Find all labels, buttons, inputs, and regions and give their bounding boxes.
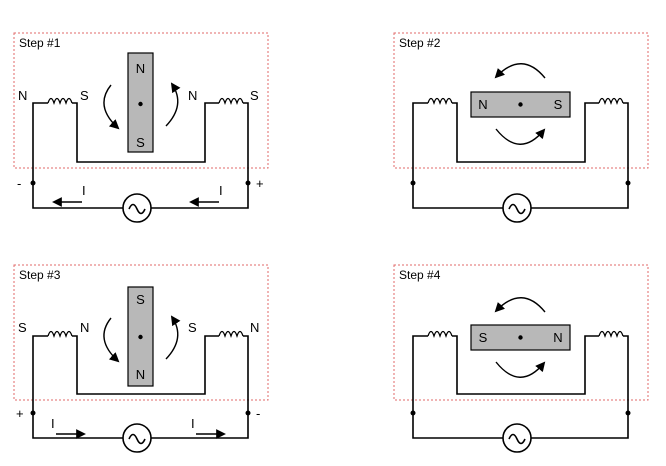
step-2-ac-source <box>502 193 532 223</box>
step-2-bottom-right-wire <box>531 183 629 209</box>
step-1-ac-source <box>122 193 152 223</box>
step-4-title: Step #4 <box>399 268 441 282</box>
step-1-left-wire <box>32 102 48 183</box>
step-1-bottom-right-wire <box>151 183 249 209</box>
step-4-middle-wire <box>452 335 599 395</box>
step-3-left-node <box>30 410 36 416</box>
step-3-middle-wire <box>72 335 219 395</box>
step-2-dashed-border <box>393 32 649 169</box>
step-2-magnet-pivot <box>518 102 523 107</box>
step-4-right-wire <box>623 335 629 413</box>
step-2-left-wire <box>412 102 428 183</box>
step-1-right-polarity: + <box>256 176 264 191</box>
step-1-panel: Step #1 N S N S N S - + I <box>13 32 269 223</box>
step-3-magnet-bottom-pole: N <box>136 367 145 382</box>
step-3-left-outer-pole: S <box>18 320 27 335</box>
step-3-left-wire <box>32 335 48 413</box>
step-4-magnet-right-pole: N <box>553 330 562 345</box>
step-1-right-outer-pole: S <box>250 88 259 103</box>
step-3-dashed-border <box>13 264 269 401</box>
step-4-top-rotation-arrow <box>494 297 546 313</box>
step-1-magnet-pivot <box>138 101 143 107</box>
step-2-right-coil <box>598 97 624 104</box>
step-4-dashed-border <box>393 264 649 401</box>
step-1-dashed-border <box>13 32 269 169</box>
step-3-right-wire <box>243 335 249 413</box>
step-1-left-current-label: I <box>82 183 86 198</box>
step-4-bottom-left-wire <box>412 413 503 439</box>
step-3-ac-source <box>122 423 152 453</box>
step-3-magnet-pivot <box>138 334 143 340</box>
step-4-right-coil <box>598 330 624 337</box>
step-4-left-node <box>410 410 416 416</box>
step-3-right-rotation-arrow <box>165 315 181 360</box>
step-3-left-polarity: + <box>16 406 24 421</box>
step-1-middle-wire <box>72 102 219 163</box>
step-1-left-rotation-arrow <box>103 84 120 130</box>
step-3-right-coil <box>218 330 244 337</box>
step-4-right-node <box>625 410 631 416</box>
step-1-right-wire <box>243 102 249 183</box>
step-4-left-wire <box>412 335 428 413</box>
step-4-magnet-pivot <box>518 335 523 340</box>
step-3-left-rotation-arrow <box>103 317 120 363</box>
step-3-magnet-top-pole: S <box>136 292 145 307</box>
step-3-bottom-left-wire <box>32 413 123 439</box>
step-1-title: Step #1 <box>19 36 61 50</box>
step-2-title: Step #2 <box>399 36 441 50</box>
step-4-magnet-left-pole: S <box>479 330 488 345</box>
step-3-panel: Step #3 S N S N S N + - I I <box>13 264 269 453</box>
step-2-bottom-rotation-arrow <box>495 128 546 145</box>
step-2-panel: Step #2 N S <box>393 32 649 223</box>
step-2-magnet-right-pole: S <box>554 97 563 112</box>
step-1-left-node <box>30 180 36 186</box>
step-4-panel: Step #4 S N <box>393 264 649 453</box>
step-3-title: Step #3 <box>19 268 61 282</box>
step-2-left-node <box>410 180 416 186</box>
step-3-right-node <box>245 410 251 416</box>
step-1-magnet-top-pole: N <box>136 61 145 76</box>
step-3-left-coil <box>47 330 73 337</box>
step-3-right-current-label: I <box>191 416 195 431</box>
step-3-left-inner-pole: N <box>80 320 89 335</box>
step-3-right-outer-pole: N <box>250 320 259 335</box>
step-4-ac-source <box>502 423 532 453</box>
step-2-bottom-left-wire <box>412 183 503 209</box>
step-1-left-inner-pole: S <box>80 88 89 103</box>
step-2-right-wire <box>623 102 629 183</box>
step-3-right-polarity: - <box>256 406 260 421</box>
step-1-right-current-label: I <box>219 183 223 198</box>
step-2-middle-wire <box>452 102 599 163</box>
step-3-left-current-label: I <box>51 416 55 431</box>
step-2-left-coil <box>427 97 453 104</box>
step-1-left-outer-pole: N <box>18 88 27 103</box>
step-3-bottom-right-wire <box>151 413 249 439</box>
step-1-right-coil <box>218 97 244 104</box>
step-1-right-rotation-arrow <box>165 82 181 127</box>
step-4-bottom-rotation-arrow <box>495 361 546 378</box>
step-4-left-coil <box>427 330 453 337</box>
step-1-left-coil <box>47 97 73 104</box>
step-1-left-polarity: - <box>17 176 21 191</box>
step-1-right-inner-pole: N <box>188 88 197 103</box>
step-2-top-rotation-arrow <box>494 63 546 79</box>
step-3-right-inner-pole: S <box>188 320 197 335</box>
step-2-magnet-left-pole: N <box>478 97 487 112</box>
step-2-right-node <box>625 180 631 186</box>
step-1-bottom-left-wire <box>32 183 123 209</box>
step-4-bottom-right-wire <box>531 413 629 439</box>
step-1-right-node <box>245 180 251 186</box>
step-1-magnet-bottom-pole: S <box>136 135 145 150</box>
